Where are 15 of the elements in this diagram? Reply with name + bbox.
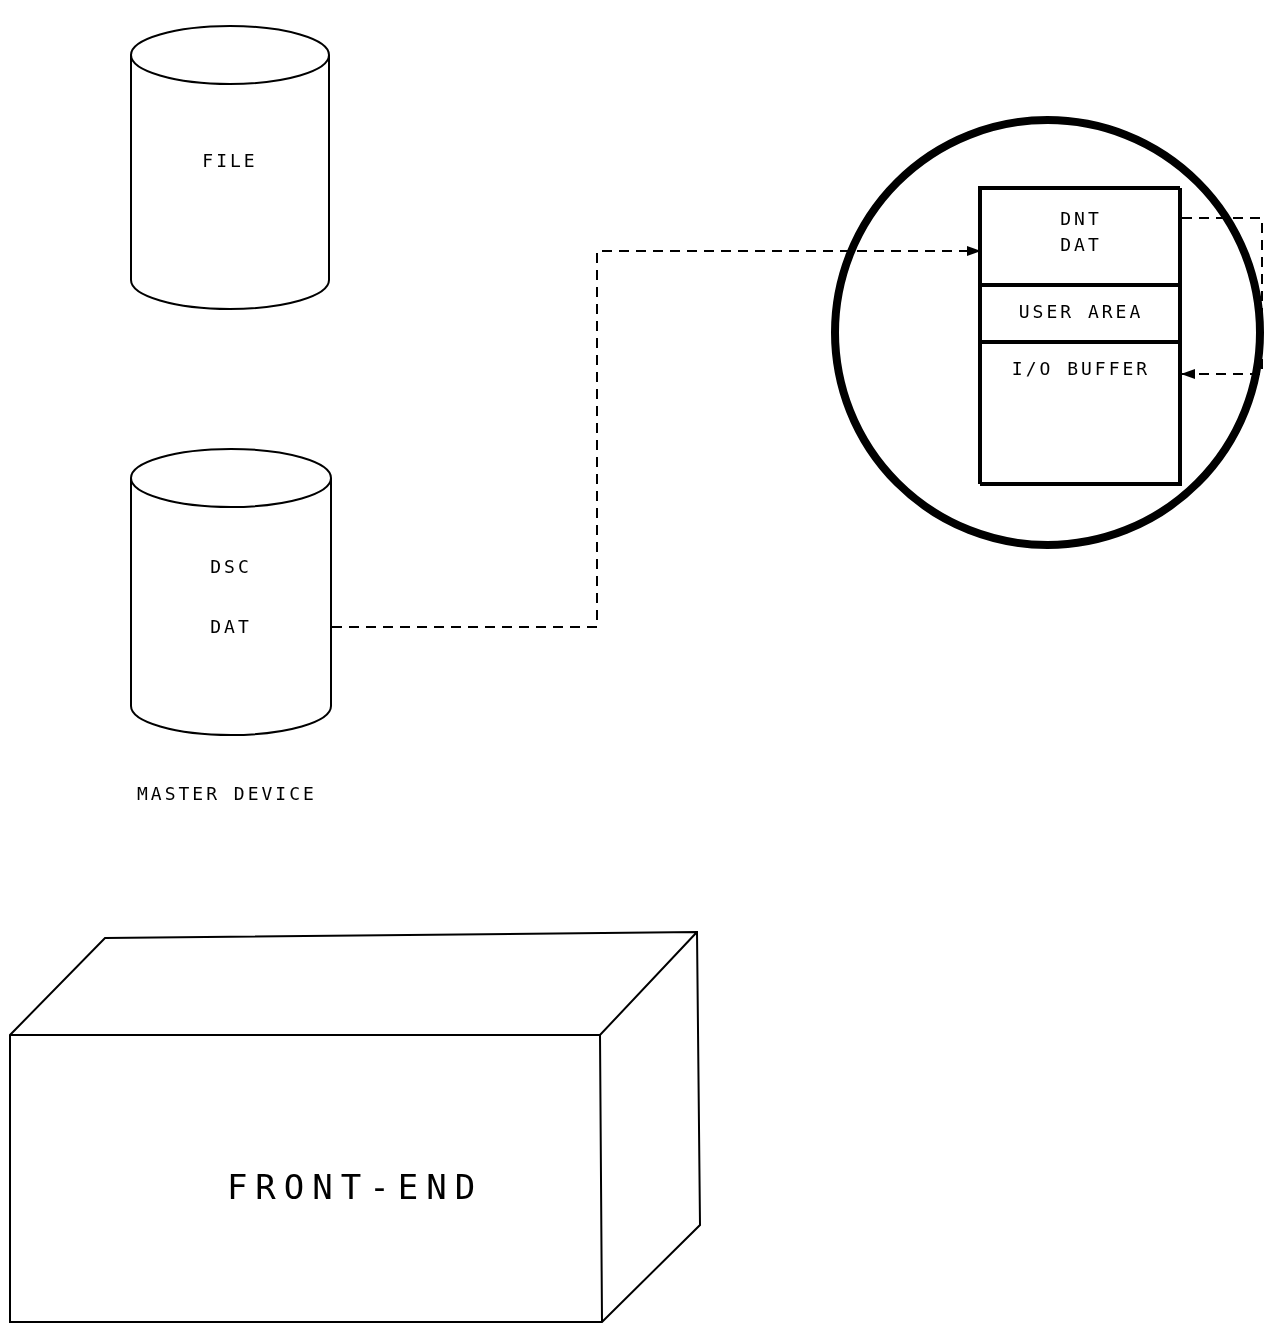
memory-section <box>980 188 1182 285</box>
memory-block <box>978 186 1180 484</box>
dashed-arrow <box>1181 217 1263 379</box>
node-label: USER AREA <box>1018 301 1144 322</box>
node-label: DAT <box>210 616 252 637</box>
node-label: DAT <box>1060 234 1102 255</box>
node-label: DNT <box>1060 208 1102 229</box>
node-label: FRONT-END <box>226 1167 484 1207</box>
memory-section <box>980 285 1182 342</box>
node-label: I/O BUFFER <box>1011 358 1151 379</box>
node-label: DSC <box>210 556 252 577</box>
dashed-arrow <box>331 246 981 628</box>
caption-text: MASTER DEVICE <box>137 783 317 804</box>
memory-section <box>980 342 1182 486</box>
node-label: FILE <box>202 150 258 171</box>
